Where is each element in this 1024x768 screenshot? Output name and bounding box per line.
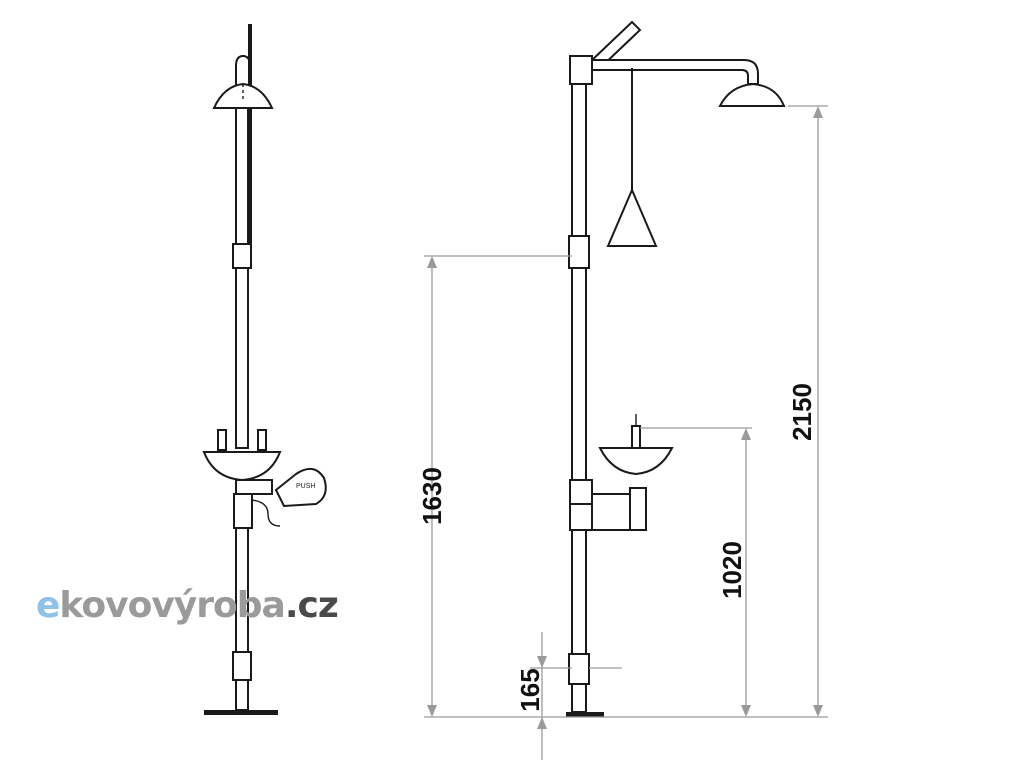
dim-1020-label: 1020 (717, 541, 747, 599)
watermark-prefix: e (36, 585, 60, 626)
front-valve-body (235, 479, 273, 495)
front-column-upper (235, 107, 249, 245)
watermark-name: kovovýroba (59, 585, 285, 626)
front-view-shower: PUSH (202, 24, 327, 715)
push-plate-label: PUSH (296, 483, 315, 490)
front-base-plate (204, 710, 278, 715)
front-eyewash-nozzle-right (257, 429, 267, 451)
side-horizontal-arm (591, 59, 759, 85)
front-coupling-lower (232, 651, 252, 681)
dim-1630-arrow-top (427, 256, 437, 268)
dimension-eyewash-height: 1020 (640, 427, 752, 717)
side-column-middle (571, 267, 587, 481)
dim-2150-arrow-bottom (813, 705, 823, 717)
side-valve-body (569, 479, 593, 505)
front-column-middle (235, 267, 249, 449)
front-eyewash-nozzle-left (217, 429, 227, 451)
side-coupling-upper (568, 235, 590, 269)
front-shower-gooseneck (235, 54, 251, 88)
dimension-pull-handle-height: 1630 (417, 255, 572, 717)
dimension-base-height: 165 (515, 632, 572, 760)
side-column-upper (571, 83, 587, 237)
dim-1630-label: 1630 (417, 467, 447, 525)
side-view-shower (566, 20, 786, 717)
side-valve-housing (591, 493, 635, 531)
side-shower-head (718, 82, 786, 107)
dim-165-arrow-bottom (537, 717, 547, 729)
front-valve-block (233, 493, 253, 529)
front-supply-hose (251, 499, 281, 527)
side-pull-handle (606, 187, 658, 247)
side-eyewash-nozzle (631, 425, 641, 449)
side-column-base (571, 683, 587, 713)
dim-2150-arrow-top (813, 106, 823, 118)
front-coupling-upper (232, 243, 252, 269)
dim-1630-arrow-bottom (427, 705, 437, 717)
front-head-bracket (248, 24, 252, 250)
ekovovyroba-watermark: ekovovýroba.cz (36, 585, 339, 626)
dimension-overall-height: 2150 (787, 105, 828, 717)
side-valve-cap (629, 487, 647, 531)
watermark-tld: .cz (284, 585, 339, 626)
dim-2150-label: 2150 (787, 383, 817, 441)
dim-165-arrow-top (537, 656, 547, 668)
side-valve-fitting (569, 503, 593, 531)
front-column-base (235, 679, 249, 711)
side-eyewash-bowl (598, 447, 674, 476)
front-eyewash-bowl (202, 451, 282, 482)
dim-1020-arrow-top (741, 428, 751, 440)
dim-1020-arrow-bottom (741, 705, 751, 717)
front-push-plate (274, 467, 327, 508)
side-top-elbow (569, 55, 593, 85)
side-column-lower (571, 529, 587, 655)
side-base-plate (566, 712, 604, 717)
dim-165-label: 165 (515, 668, 545, 711)
side-coupling-lower (568, 653, 590, 685)
